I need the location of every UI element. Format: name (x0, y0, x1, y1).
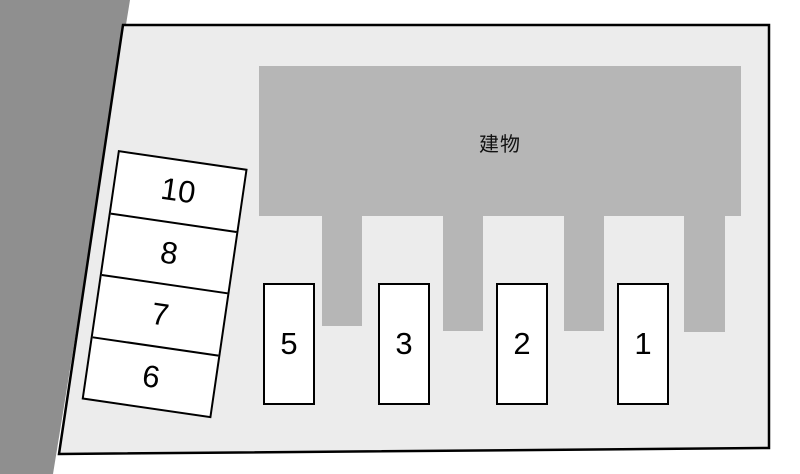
road-band (0, 0, 130, 474)
parking-space-1: 1 (617, 283, 669, 405)
building-shape (259, 66, 741, 332)
parking-space-label: 1 (634, 326, 652, 361)
parking-space-label: 8 (158, 234, 181, 272)
parking-space-label: 5 (280, 326, 298, 361)
parking-space-label: 3 (395, 326, 413, 361)
parking-space-3: 3 (378, 283, 430, 405)
parking-space-2: 2 (496, 283, 548, 405)
parking-space-label: 7 (149, 296, 172, 334)
parking-space-5: 5 (263, 283, 315, 405)
parking-space-label: 6 (140, 357, 163, 395)
building-label: 建物 (479, 134, 521, 156)
parking-space-label: 2 (513, 326, 531, 361)
parking-space-label: 10 (158, 171, 198, 211)
